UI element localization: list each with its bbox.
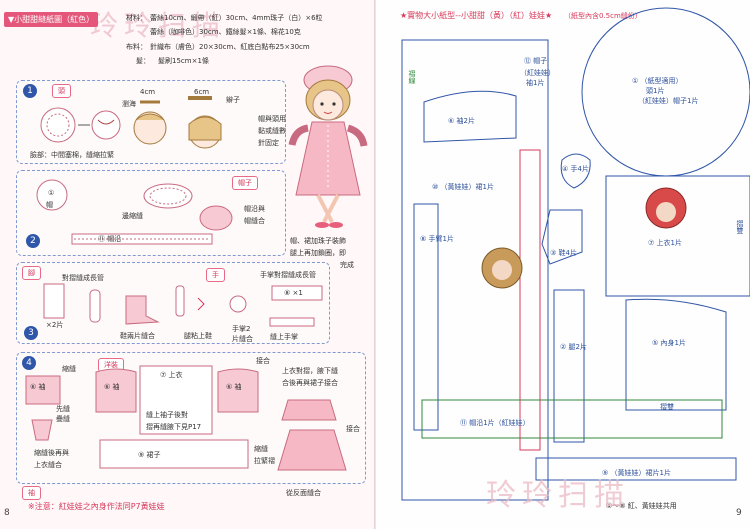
step-1-tag: 頭: [52, 84, 71, 98]
page-number-left: 8: [4, 508, 10, 518]
materials-line-4: 髮刷15cm×1條: [158, 57, 209, 65]
piece-label: 褶線: [408, 70, 416, 84]
materials-line-3: 針織布（膚色）20×30cm、紅底白點布25×30cm: [150, 43, 310, 51]
piece-label: ⑥ 袖2片: [448, 117, 475, 125]
step-2-tag: 帽子: [232, 176, 258, 190]
doll-tag: 袖: [22, 486, 41, 500]
step-2-number: 2: [26, 234, 40, 248]
step-2-label: 帽沿與: [244, 205, 265, 213]
step-3-drawing: [43, 283, 323, 327]
step-1-label: 瀏海: [122, 100, 136, 108]
materials-line-2: 蕾絲（咖啡色）30cm、鐵絲髮×1條、棉花10克: [150, 28, 301, 36]
materials-header: ▼小甜甜縫紙圖（紅色）: [4, 12, 99, 27]
piece-label: ③ 鞋4片: [550, 249, 577, 257]
piece-label: ② 腿2片: [560, 343, 587, 351]
step-1-label: 4cm: [140, 88, 156, 96]
left-page: 玲玲扫描 ▼小甜甜縫紙圖（紅色） 材料： 蕾絲10cm、緞帶（紅）30cm、4m…: [4, 9, 368, 518]
step-3-label: ⑧ ×1: [284, 289, 303, 297]
book-spine: [374, 0, 377, 529]
piece-label: ① （紙型適用）: [632, 77, 683, 85]
step-2-label: 腿上再加鎖圈，即: [290, 249, 346, 257]
piece-label: ⑨ （黃娃娃）裙片1片: [602, 469, 671, 477]
watermark-right: 玲玲扫描: [486, 478, 630, 513]
step-2-drawing: [36, 179, 233, 245]
pattern-title: ★實物大小紙型--小甜甜（黃）（紅）娃娃★: [400, 11, 553, 20]
step-4-label: 先縫: [56, 405, 70, 413]
step-4-label: 合後再與裙子接合: [282, 379, 338, 387]
step-3-label: 片縫合: [232, 335, 253, 343]
step-3-tag-foot: 腳: [22, 266, 41, 280]
step-3-label: 鞋兩片縫合: [120, 332, 155, 340]
step-4-label: ⑥ 袖: [30, 383, 46, 391]
step-3-label: 對摺縫成長管: [62, 274, 104, 282]
step-3-label: 手掌對摺縫成長管: [260, 271, 316, 279]
step-1-label: 臉部：中間塞棉，縫縮拉緊: [30, 151, 114, 159]
step-2-label: 邊縮縫: [122, 212, 143, 220]
materials-label: 材料：: [126, 14, 147, 22]
piece-label: （紅娃娃）: [520, 69, 555, 77]
step-2-label: 帽縫合: [244, 217, 265, 225]
step-1-label: 黏或縫數: [258, 127, 286, 135]
page-number-right: 9: [736, 508, 742, 518]
step-1-label: 辮子: [226, 96, 240, 104]
step-4-label: 縮縫: [254, 445, 268, 453]
step-2-label: 帽、裙加珠子裝飾: [290, 237, 346, 245]
piece-label: ⑪ 帽沿1片（紅娃娃）: [460, 419, 530, 427]
step-3-label: ×2片: [46, 321, 64, 329]
step-3-label: 腿粘上鞋: [184, 332, 212, 340]
step-4-label: 拉緊褶: [254, 457, 275, 465]
right-page: ★實物大小紙型--小甜甜（黃）（紅）娃娃★ （紙型內含0.5cm縫份） 褶線 ⑫: [376, 0, 750, 529]
step-4-label: ⑥ 袖: [104, 383, 120, 391]
step-3-label: 手掌2: [232, 325, 251, 333]
step-4-label: ⑨ 裙子: [138, 451, 161, 459]
piece-label: 頭1片: [646, 87, 665, 95]
step-2-label: 帽: [46, 201, 53, 209]
step-4-label: 疊縫: [56, 415, 70, 423]
step-1-label: 帽與頭用: [258, 115, 286, 123]
step-4-label: 摺再縫腋下見P17: [146, 423, 202, 431]
piece-label: （紅娃娃）帽子1片: [638, 97, 699, 105]
step-4-label: 縮縫後再與: [34, 449, 69, 457]
step-4-label: ⑦ 上衣: [160, 371, 183, 379]
piece-label: 摺雙: [736, 220, 744, 234]
step-4-label: 從反面縫合: [286, 489, 321, 497]
step-2-label: ①: [48, 189, 55, 197]
step-4-label: 上衣縫合: [34, 461, 62, 469]
pattern-pieces-drawing: [401, 7, 750, 501]
doll-illustration: [288, 65, 368, 228]
step-2-label: 完成: [340, 261, 354, 269]
step-4-drawing: [25, 365, 347, 471]
materials-line-1: 蕾絲10cm、緞帶（紅）30cm、4mm珠子（白）×6粒: [150, 14, 323, 22]
step-1-number: 1: [23, 84, 37, 98]
step-3-label: 縫上手掌: [270, 333, 298, 341]
step-2-label: ⑪ 帽沿: [98, 235, 122, 243]
footer-note: ①～⑧ 紅、黃娃娃共用: [606, 502, 677, 510]
step-4-label: 接合: [256, 357, 270, 365]
note-text: ※注意：紅娃娃之內身作法同P7黃娃娃: [28, 502, 165, 511]
piece-label: 袖1片: [526, 79, 545, 87]
step-4-label: 接合: [346, 425, 360, 433]
piece-label: ⑦ 上衣1片: [648, 239, 682, 247]
step-4-label: ⑥ 袖: [226, 383, 242, 391]
piece-label: ⑤ 內身1片: [652, 339, 686, 347]
fabric-label: 布料：: [126, 43, 147, 51]
piece-label: ⑫ 帽子: [524, 57, 548, 65]
step-4-label: 縮縫: [62, 365, 76, 373]
piece-label: ⑩ （黃娃娃）裙1片: [432, 183, 494, 191]
step-4-label: 上衣對摺，腋下縫: [282, 367, 338, 375]
step-1-label: 6cm: [194, 88, 210, 96]
piece-label: ⑧ 手臂1片: [420, 235, 454, 243]
step-3-panel: [16, 262, 330, 344]
step-4-label: 縫上袖子後對: [146, 411, 188, 419]
step-3-tag-hand: 手: [206, 268, 225, 282]
piece-label: ④ 手4片: [562, 165, 589, 173]
step-4-number: 4: [22, 356, 36, 370]
step-1-label: 針固定: [258, 139, 279, 147]
piece-label: 摺雙: [660, 403, 674, 411]
watermark-left: 玲玲扫描: [90, 9, 227, 42]
hair-label: 髮：: [136, 57, 150, 65]
step-1-drawing: [40, 96, 222, 149]
step-3-number: 3: [24, 326, 38, 340]
pattern-subtitle: （紙型內含0.5cm縫份）: [564, 12, 642, 20]
